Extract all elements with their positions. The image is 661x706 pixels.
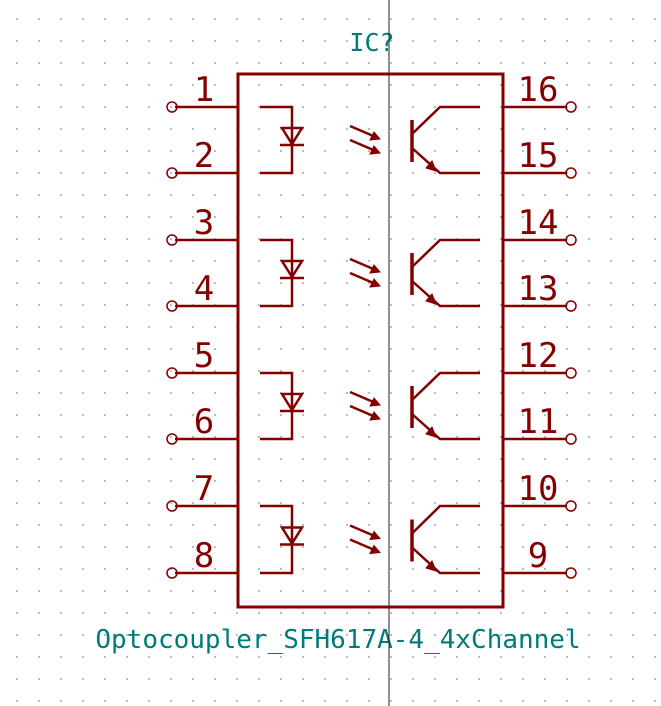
collector-wire <box>411 105 480 135</box>
emitter-wire <box>411 147 480 175</box>
emitter-wire <box>411 280 480 308</box>
arrowhead <box>369 264 382 274</box>
channel-4 <box>260 504 480 575</box>
arrowhead <box>369 530 382 541</box>
led-diode-icon <box>279 126 305 147</box>
collector-wire <box>411 504 480 535</box>
pin-end-circle <box>166 567 178 579</box>
emitter-arrow-icon <box>425 426 437 438</box>
emitter-arrow-icon <box>425 160 437 172</box>
pin-end-circle <box>166 167 178 179</box>
pin-number: 13 <box>518 269 559 309</box>
pin-number: 6 <box>194 402 214 442</box>
pin-end-circle <box>565 234 577 246</box>
emitter-wire <box>411 413 480 441</box>
ic-outline <box>236 72 505 609</box>
pin-number: 16 <box>518 70 559 110</box>
channel-2 <box>260 238 480 308</box>
pin-number: 14 <box>518 203 559 243</box>
emitter-wire <box>411 546 480 575</box>
pin-number: 8 <box>194 536 214 576</box>
led-wire <box>260 238 294 308</box>
pin-4[interactable]: 4 <box>166 269 238 312</box>
pin-8[interactable]: 8 <box>166 536 238 579</box>
arrowhead <box>369 131 382 141</box>
pin-end-circle <box>166 101 178 113</box>
arrowhead <box>369 278 382 288</box>
pin-end-circle <box>166 500 178 512</box>
led-wire <box>260 371 294 441</box>
collector-wire <box>411 238 480 268</box>
pin-end-circle <box>166 433 178 445</box>
pin-end-circle <box>565 567 577 579</box>
pin-6[interactable]: 6 <box>166 402 238 445</box>
ic-body[interactable] <box>236 72 505 609</box>
pin-end-circle <box>166 234 178 246</box>
pin-1[interactable]: 1 <box>166 70 238 113</box>
pin-9[interactable]: 9 <box>503 536 577 579</box>
pin-14[interactable]: 14 <box>503 203 577 246</box>
pin-number: 12 <box>518 336 559 376</box>
led-diode-icon <box>279 392 305 413</box>
channel-1 <box>260 105 480 175</box>
pin-end-circle <box>565 101 577 113</box>
pin-end-circle <box>565 433 577 445</box>
value-field[interactable]: Optocoupler_SFH617A-4_4xChannel <box>95 625 580 655</box>
emitter-arrow-icon <box>425 293 437 305</box>
emitter-arrow-icon <box>425 560 437 572</box>
arrowhead <box>369 397 382 407</box>
pin-number: 3 <box>194 203 214 243</box>
pin-2[interactable]: 2 <box>166 136 238 179</box>
led-diode-icon <box>279 259 305 280</box>
led-diode-icon <box>279 526 305 546</box>
channels <box>260 105 480 575</box>
pin-5[interactable]: 5 <box>166 336 238 379</box>
pin-12[interactable]: 12 <box>503 336 577 379</box>
pin-end-circle <box>565 167 577 179</box>
pin-16[interactable]: 16 <box>503 70 577 113</box>
pin-13[interactable]: 13 <box>503 269 577 312</box>
led-wire <box>260 504 294 575</box>
channel-3 <box>260 371 480 441</box>
pin-end-circle <box>166 367 178 379</box>
pin-number: 9 <box>528 536 548 576</box>
pin-end-circle <box>166 300 178 312</box>
pin-7[interactable]: 7 <box>166 469 238 512</box>
pin-11[interactable]: 11 <box>503 402 577 445</box>
pin-10[interactable]: 10 <box>503 469 577 512</box>
arrowhead <box>369 544 382 555</box>
pin-end-circle <box>565 500 577 512</box>
pin-number: 2 <box>194 136 214 176</box>
arrowhead <box>369 145 382 155</box>
pin-15[interactable]: 15 <box>503 136 577 179</box>
led-wire <box>260 105 294 175</box>
pin-end-circle <box>565 300 577 312</box>
pin-number: 4 <box>194 269 214 309</box>
pin-number: 11 <box>518 402 559 442</box>
pin-number: 15 <box>518 136 559 176</box>
collector-wire <box>411 371 480 401</box>
arrowhead <box>369 411 382 421</box>
pin-3[interactable]: 3 <box>166 203 238 246</box>
pin-end-circle <box>565 367 577 379</box>
pin-number: 1 <box>194 70 214 110</box>
pin-number: 5 <box>194 336 214 376</box>
pin-number: 7 <box>194 469 214 509</box>
pin-number: 10 <box>518 469 559 509</box>
reference-designator[interactable]: IC? <box>349 28 394 57</box>
